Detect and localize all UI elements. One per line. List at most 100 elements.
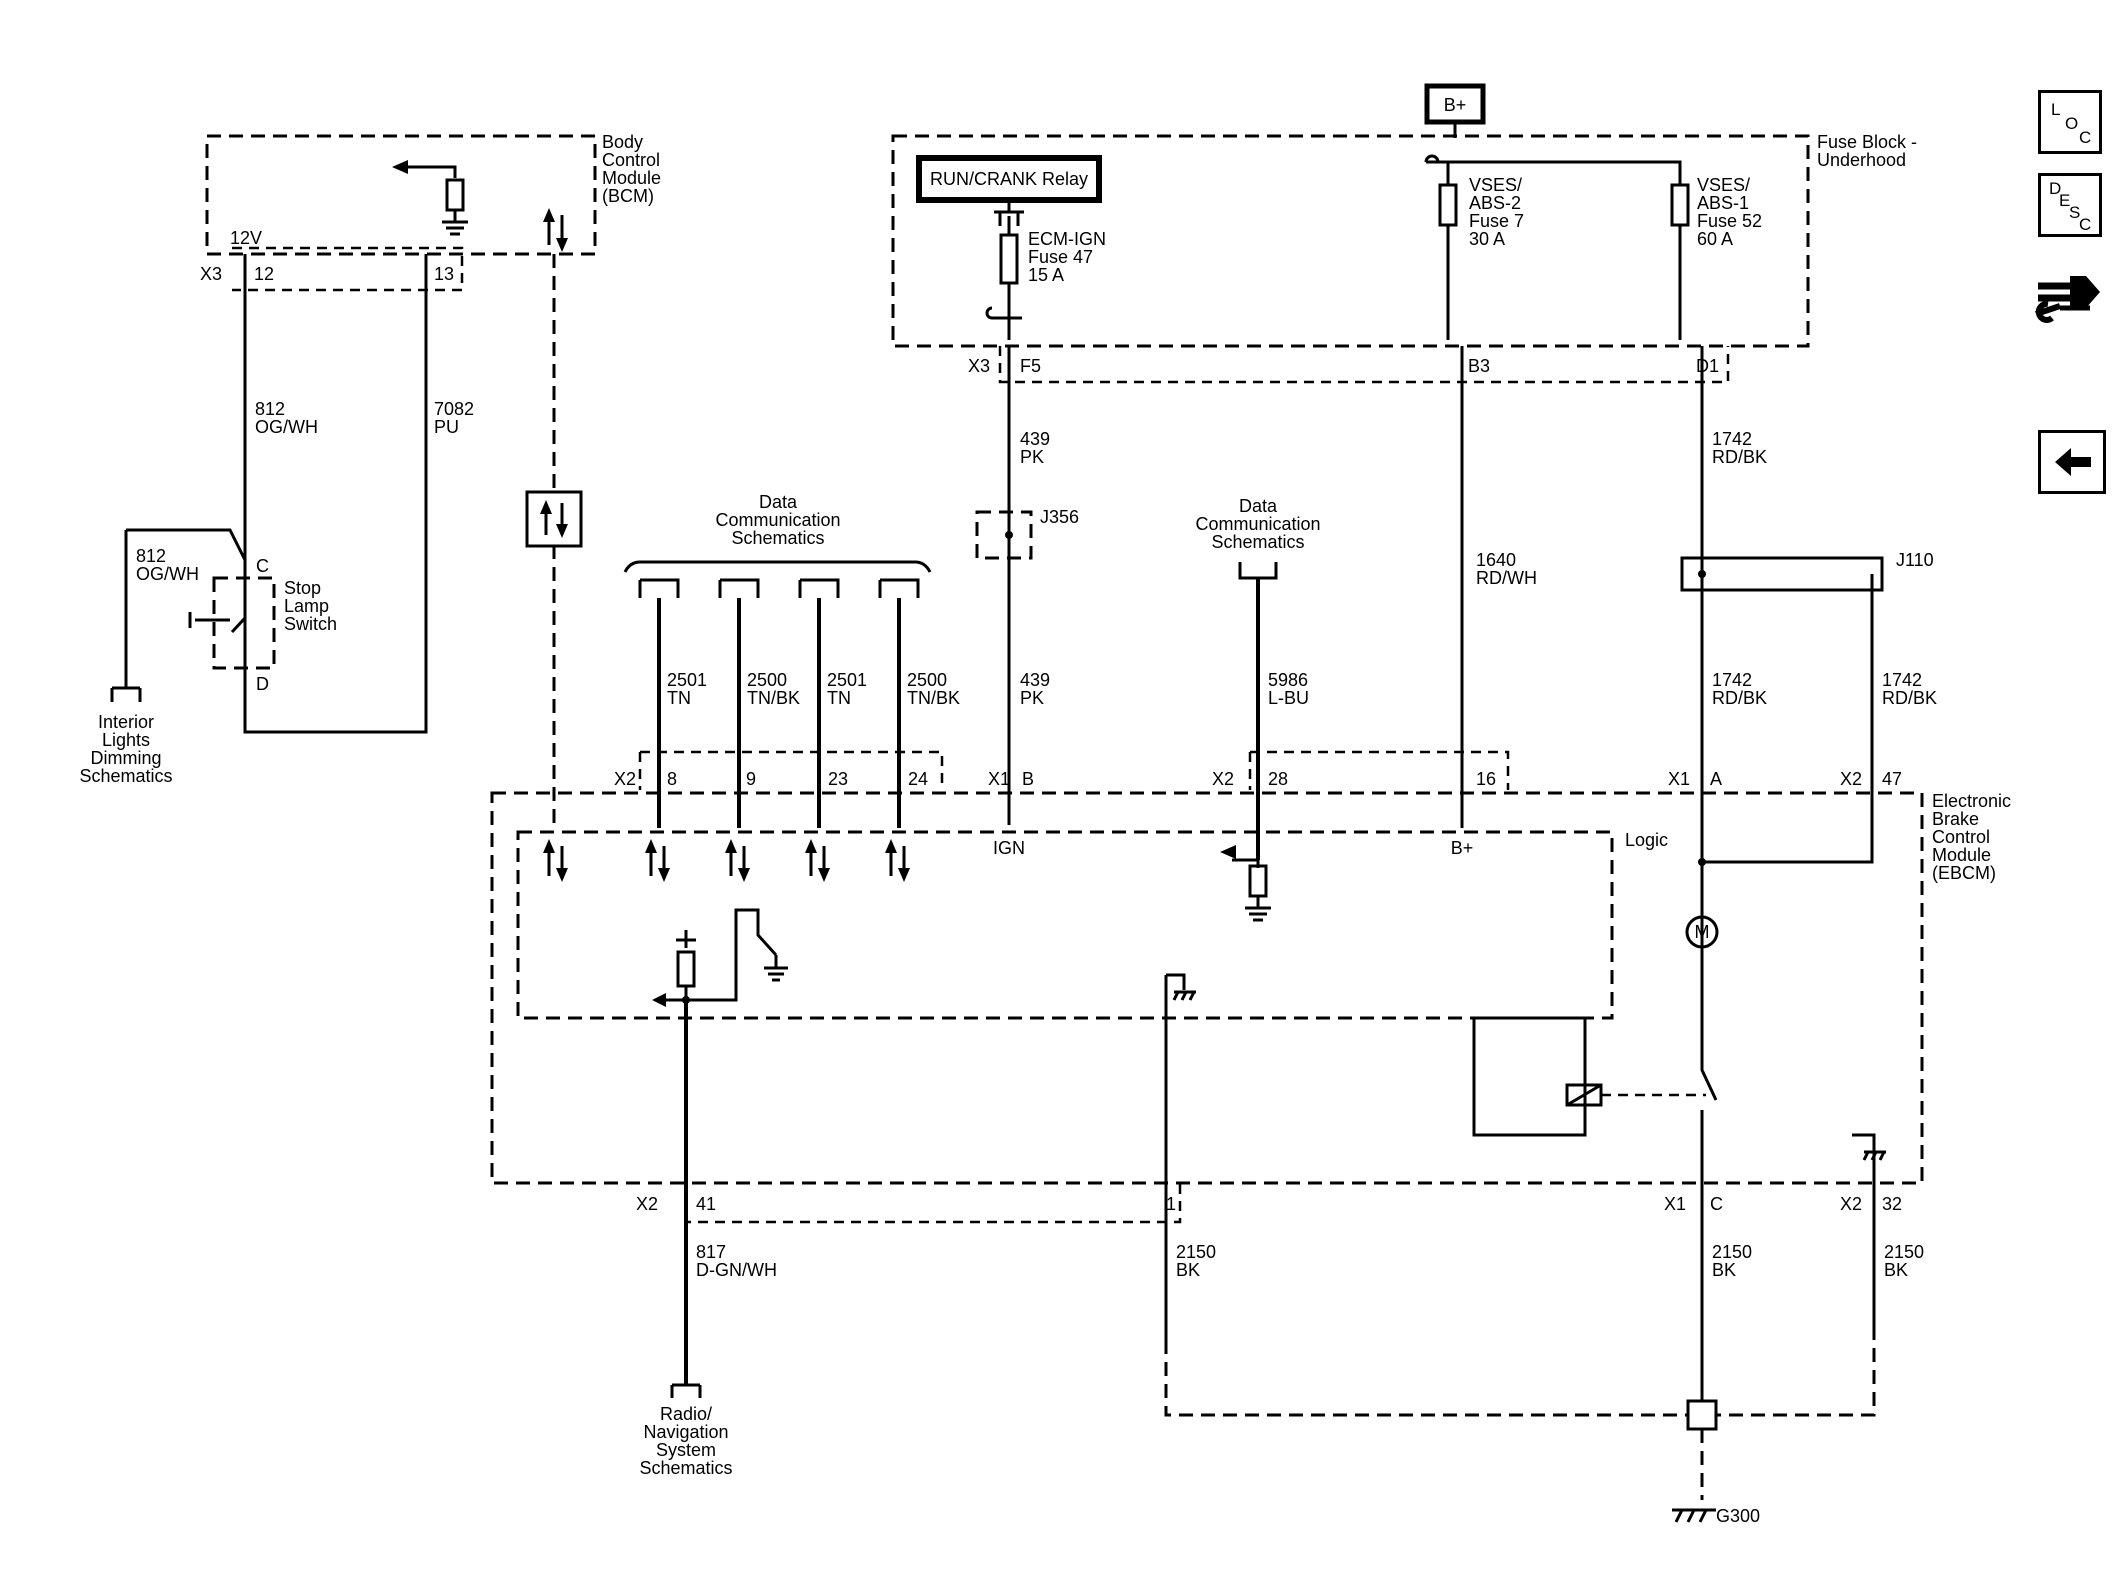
svg-text:7082: 7082 (434, 399, 474, 419)
svg-text:RD/BK: RD/BK (1712, 447, 1767, 467)
svg-text:2500: 2500 (747, 670, 787, 690)
svg-text:D1: D1 (1696, 356, 1719, 376)
bcm-wires: 812 OG/WH 7082 PU (243, 254, 583, 825)
svg-text:Schematics: Schematics (731, 528, 824, 548)
svg-text:16: 16 (1476, 769, 1496, 789)
arrow-left-icon (2055, 448, 2091, 476)
svg-text:12V: 12V (230, 228, 262, 248)
svg-text:Fuse 7: Fuse 7 (1469, 211, 1524, 231)
location-button[interactable]: L O C (2038, 90, 2102, 154)
svg-text:2150: 2150 (1884, 1242, 1924, 1262)
data-comm-bus: Data Communication Schematics 2501 TN 25… (623, 492, 960, 828)
svg-text:Fuse 52: Fuse 52 (1697, 211, 1762, 231)
svg-text:A: A (1710, 769, 1722, 789)
stop-lamp-switch: C D Stop Lamp Switch 812 OG/WH Interior … (79, 528, 337, 786)
wire-1742: 1742 RD/BK J110 1742 RD/BK 1742 RD/BK (1680, 346, 1937, 1000)
svg-text:Communication: Communication (1195, 514, 1320, 534)
svg-text:439: 439 (1020, 429, 1050, 449)
desc-letter-e: E (2059, 191, 2071, 210)
svg-text:5986: 5986 (1268, 670, 1308, 690)
svg-text:13: 13 (434, 264, 454, 284)
svg-text:2500: 2500 (907, 670, 947, 690)
diagnostic-tool-icon[interactable] (2030, 258, 2106, 334)
svg-text:L-BU: L-BU (1268, 688, 1309, 708)
svg-text:M: M (1695, 922, 1710, 942)
svg-text:1640: 1640 (1476, 550, 1516, 570)
svg-text:ABS-1: ABS-1 (1697, 193, 1749, 213)
svg-text:X1: X1 (1668, 769, 1690, 789)
svg-text:RD/WH: RD/WH (1476, 568, 1537, 588)
svg-text:Schematics: Schematics (79, 766, 172, 786)
loc-letter-l: L (2051, 100, 2061, 119)
svg-text:47: 47 (1882, 769, 1902, 789)
wire-1640: 1640 RD/WH (1460, 346, 1537, 828)
svg-text:X1: X1 (988, 769, 1010, 789)
svg-text:C: C (1710, 1194, 1723, 1214)
loc-letter-c: C (2079, 128, 2092, 147)
svg-text:2150: 2150 (1712, 1242, 1752, 1262)
svg-text:8: 8 (667, 769, 677, 789)
svg-text:9: 9 (746, 769, 756, 789)
svg-text:X3: X3 (968, 356, 990, 376)
svg-text:812: 812 (255, 399, 285, 419)
svg-text:Stop: Stop (284, 578, 321, 598)
svg-text:12: 12 (254, 264, 274, 284)
desc-letter-d: D (2049, 179, 2062, 198)
svg-text:Schematics: Schematics (1211, 532, 1304, 552)
svg-text:D: D (256, 674, 269, 694)
svg-text:1742: 1742 (1712, 429, 1752, 449)
svg-text:ABS-2: ABS-2 (1469, 193, 1521, 213)
svg-text:Switch: Switch (284, 614, 337, 634)
svg-text:X1: X1 (1664, 1194, 1686, 1214)
svg-text:BK: BK (1884, 1260, 1908, 1280)
svg-text:F5: F5 (1020, 356, 1041, 376)
ground-wires: 817 D-GN/WH Radio/ Navigation System Sch… (639, 975, 1924, 1526)
svg-text:PU: PU (434, 417, 459, 437)
svg-text:(BCM): (BCM) (602, 186, 654, 206)
svg-text:C: C (256, 556, 269, 576)
svg-text:Body: Body (602, 132, 643, 152)
svg-text:B: B (1022, 769, 1034, 789)
connector-wrench-icon (2035, 276, 2100, 323)
svg-text:28: 28 (1268, 769, 1288, 789)
svg-text:TN: TN (667, 688, 691, 708)
svg-text:Fuse Block -: Fuse Block - (1817, 132, 1917, 152)
svg-text:X2: X2 (636, 1194, 658, 1214)
svg-text:ECM-IGN: ECM-IGN (1028, 229, 1106, 249)
svg-text:OG/WH: OG/WH (136, 564, 199, 584)
svg-text:Lamp: Lamp (284, 596, 329, 616)
svg-text:2150: 2150 (1176, 1242, 1216, 1262)
svg-text:PK: PK (1020, 447, 1044, 467)
svg-text:B+: B+ (1444, 95, 1467, 115)
desc-letter-s: S (2069, 203, 2081, 222)
svg-text:X2: X2 (1212, 769, 1234, 789)
svg-text:Fuse 47: Fuse 47 (1028, 247, 1093, 267)
svg-text:VSES/: VSES/ (1697, 175, 1750, 195)
svg-text:Navigation: Navigation (643, 1422, 728, 1442)
svg-text:RD/BK: RD/BK (1712, 688, 1767, 708)
svg-text:1742: 1742 (1882, 670, 1922, 690)
svg-text:Interior: Interior (98, 712, 154, 732)
svg-text:30 A: 30 A (1469, 229, 1505, 249)
svg-text:(EBCM): (EBCM) (1932, 863, 1996, 883)
svg-text:X2: X2 (1840, 1194, 1862, 1214)
svg-text:System: System (656, 1440, 716, 1460)
svg-text:IGN: IGN (993, 838, 1025, 858)
svg-text:J356: J356 (1040, 507, 1079, 527)
svg-text:X2: X2 (614, 769, 636, 789)
description-button[interactable]: D E S C (2038, 173, 2102, 237)
svg-text:23: 23 (828, 769, 848, 789)
svg-text:TN/BK: TN/BK (907, 688, 960, 708)
svg-text:Logic: Logic (1625, 830, 1668, 850)
svg-text:X2: X2 (1840, 769, 1862, 789)
svg-text:Electronic: Electronic (1932, 791, 2011, 811)
svg-text:OG/WH: OG/WH (255, 417, 318, 437)
svg-text:24: 24 (908, 769, 928, 789)
back-button[interactable] (2038, 430, 2106, 494)
svg-text:60 A: 60 A (1697, 229, 1733, 249)
data-arrows (543, 839, 910, 882)
svg-text:VSES/: VSES/ (1469, 175, 1522, 195)
svg-text:J110: J110 (1896, 550, 1934, 570)
svg-text:Control: Control (602, 150, 660, 170)
